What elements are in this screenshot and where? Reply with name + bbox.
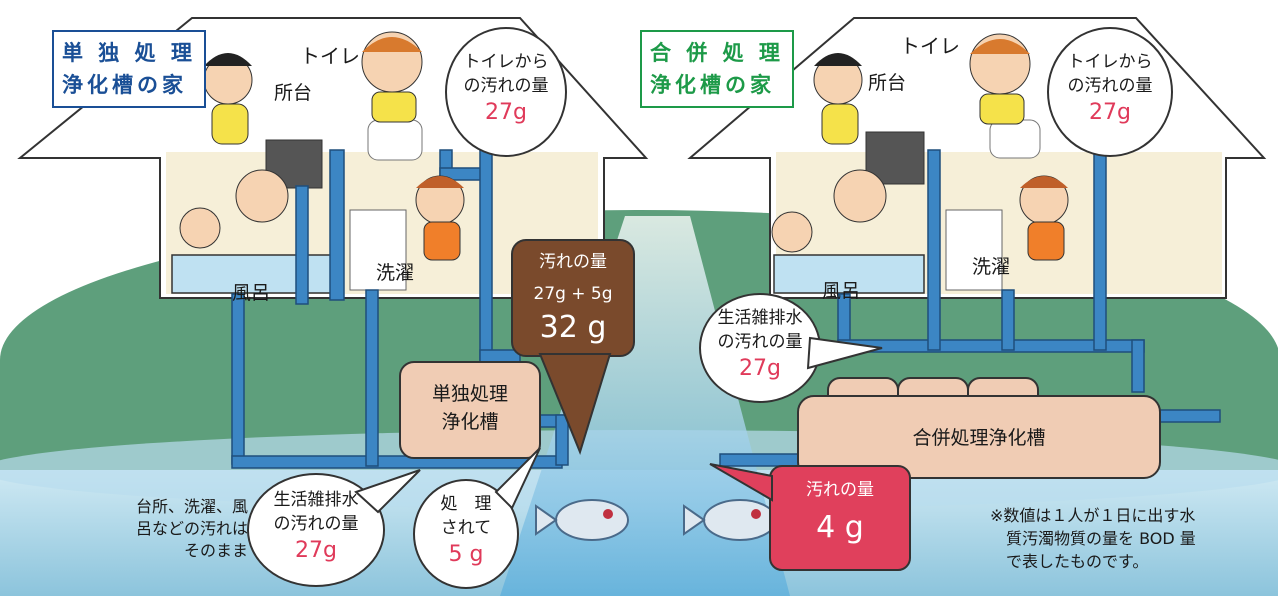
- right-title-line1: 合 併 処 理: [650, 41, 784, 65]
- left-graywater-amount: 27g: [295, 538, 337, 563]
- left-treated-bubble: 処 理 されて 5 g: [418, 492, 514, 570]
- right-toilet-bubble-line2: の汚れの量: [1067, 76, 1153, 96]
- right-bubbles: [699, 27, 1173, 403]
- right-toilet-bubble: トイレから の汚れの量 27g: [1052, 50, 1168, 128]
- left-laundry-label: 洗濯: [376, 262, 415, 284]
- right-pipes: [719, 149, 1221, 467]
- left-septic-tank-label: 単独処理 浄化槽: [404, 380, 536, 436]
- right-laundry-label: 洗濯: [972, 256, 1011, 278]
- left-total-line1: 汚れの量: [539, 252, 607, 272]
- left-treated-line2: されて: [440, 518, 492, 538]
- right-kitchen-label: 所台: [868, 72, 907, 94]
- left-title-line1: 単 独 処 理: [62, 41, 196, 65]
- right-total-bubble-shape: [709, 463, 911, 571]
- left-treated-line1: 処 理: [440, 494, 492, 514]
- left-toilet-bubble-amount: 27g: [485, 100, 527, 125]
- left-house-title: 単 独 処 理 浄化槽の家: [52, 30, 206, 108]
- right-total-bubble: 汚れの量 4 g: [770, 478, 910, 550]
- left-note: 台所、洗濯、風 呂などの汚れは そのまま: [112, 496, 248, 562]
- right-septic-tank-label: 合併処理浄化槽: [912, 427, 1046, 449]
- left-note-line1: 台所、洗濯、風: [135, 497, 248, 516]
- left-tank-line2: 浄化槽: [441, 411, 499, 433]
- right-septic-tank-shape: [797, 377, 1161, 479]
- left-note-line2: 呂などの汚れは: [135, 519, 248, 538]
- right-toilet-bubble-line1: トイレから: [1067, 52, 1153, 72]
- left-tank-line1: 単独処理: [431, 383, 508, 405]
- left-septic-tank-shape: [399, 361, 541, 459]
- left-kitchen-label: 所台: [274, 82, 313, 104]
- left-total-bubble-shape: [511, 239, 635, 455]
- left-total-line2: 27g + 5g: [533, 284, 613, 304]
- left-bubbles: [247, 27, 567, 589]
- right-toilet-label: トイレ: [900, 34, 960, 58]
- fish-figures: [535, 499, 777, 541]
- right-total-line1: 汚れの量: [806, 480, 874, 500]
- central-stream: [500, 216, 790, 596]
- footnote: ※数値は１人が１日に出す水 質汚濁物質の量を BOD 量 で表したものです。: [990, 504, 1266, 573]
- left-treated-amount: 5 g: [448, 542, 484, 567]
- footnote-line2: 質汚濁物質の量を BOD 量: [1006, 529, 1196, 548]
- right-title-line2: 浄化槽の家: [650, 73, 775, 97]
- right-graywater-line1: 生活雑排水: [717, 308, 803, 328]
- left-bath-label: 風呂: [232, 282, 271, 304]
- left-total-amount: 32 g: [539, 310, 607, 345]
- left-toilet-bubble: トイレから の汚れの量 27g: [450, 50, 562, 128]
- right-graywater-line2: の汚れの量: [717, 332, 803, 352]
- left-graywater-bubble: 生活雑排水 の汚れの量 27g: [254, 488, 378, 566]
- left-toilet-bubble-line2: の汚れの量: [463, 76, 549, 96]
- right-graywater-amount: 27g: [739, 356, 781, 381]
- right-bath-label: 風呂: [822, 280, 861, 302]
- right-total-amount: 4 g: [816, 510, 864, 545]
- left-graywater-line1: 生活雑排水: [273, 490, 359, 510]
- right-house-title: 合 併 処 理 浄化槽の家: [640, 30, 794, 108]
- footnote-line3: で表したものです。: [1006, 552, 1149, 571]
- left-note-line3: そのまま: [183, 541, 248, 560]
- left-graywater-line2: の汚れの量: [273, 514, 359, 534]
- people-figures: [179, 31, 1069, 261]
- right-toilet-bubble-amount: 27g: [1089, 100, 1131, 125]
- left-toilet-bubble-line1: トイレから: [463, 52, 549, 72]
- right-graywater-bubble: 生活雑排水 の汚れの量 27g: [702, 306, 818, 384]
- left-total-bubble: 汚れの量 27g + 5g 32 g: [512, 250, 634, 348]
- left-toilet-label: トイレ: [300, 44, 360, 68]
- left-title-line2: 浄化槽の家: [62, 73, 187, 97]
- footnote-line1: ※数値は１人が１日に出す水: [990, 506, 1196, 525]
